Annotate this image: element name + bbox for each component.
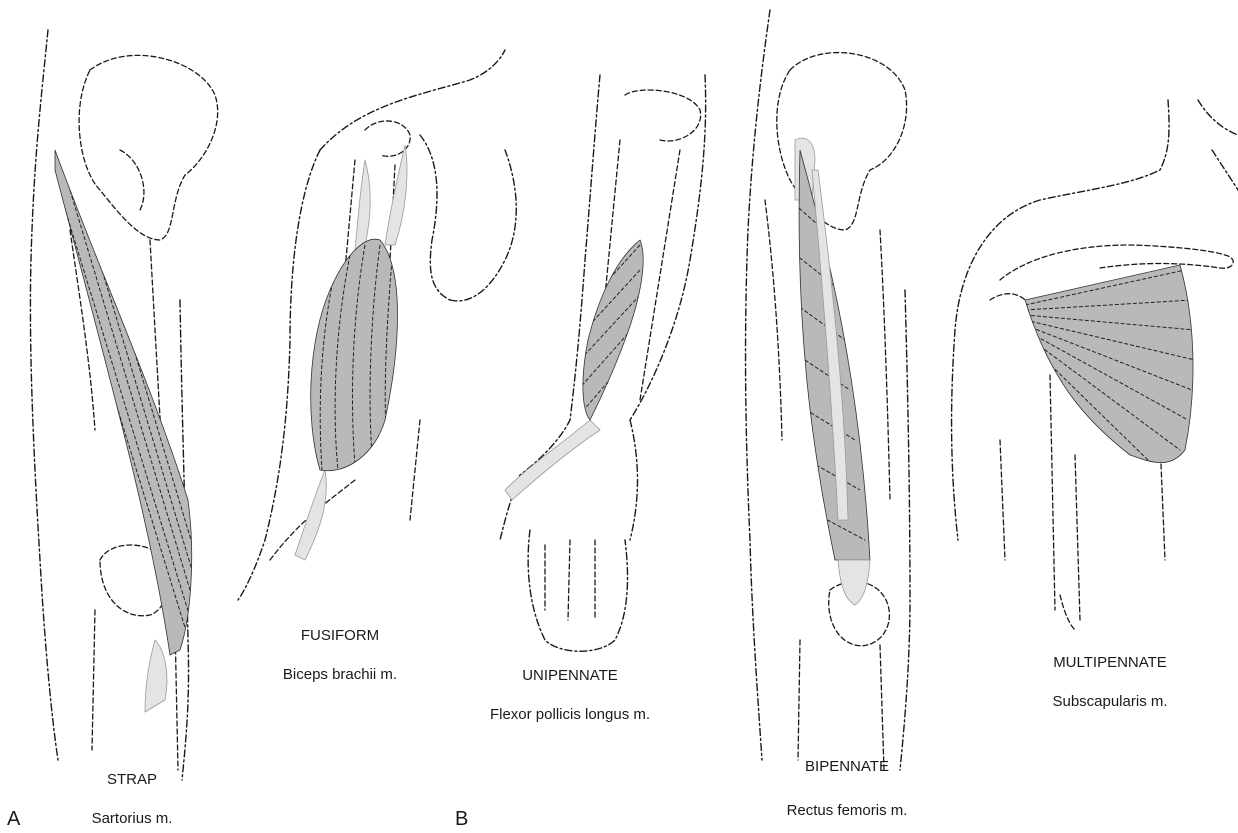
panel-label-a: A [7, 808, 20, 831]
multipennate-muscle-name: Subscapularis m. [1052, 693, 1167, 710]
multipennate-type-label: MULTIPENNATE [1053, 654, 1167, 671]
panel-label-b: B [455, 808, 468, 831]
bipennate-type-label: BIPENNATE [805, 758, 889, 775]
fusiform-arm-drawing [238, 50, 516, 600]
bipennate-thigh-drawing [746, 10, 910, 770]
multipennate-shoulder-drawing [952, 100, 1238, 630]
strap-type-label: STRAP [107, 771, 157, 788]
strap-thigh-drawing [30, 30, 217, 780]
unipennate-forearm-drawing [500, 75, 706, 651]
strap-muscle-name: Sartorius m. [92, 810, 173, 827]
bipennate-muscle-name: Rectus femoris m. [787, 802, 908, 819]
fusiform-type-label: FUSIFORM [301, 627, 379, 644]
unipennate-type-label: UNIPENNATE [522, 667, 618, 684]
unipennate-muscle-name: Flexor pollicis longus m. [490, 706, 650, 723]
fusiform-muscle-name: Biceps brachii m. [283, 666, 397, 683]
